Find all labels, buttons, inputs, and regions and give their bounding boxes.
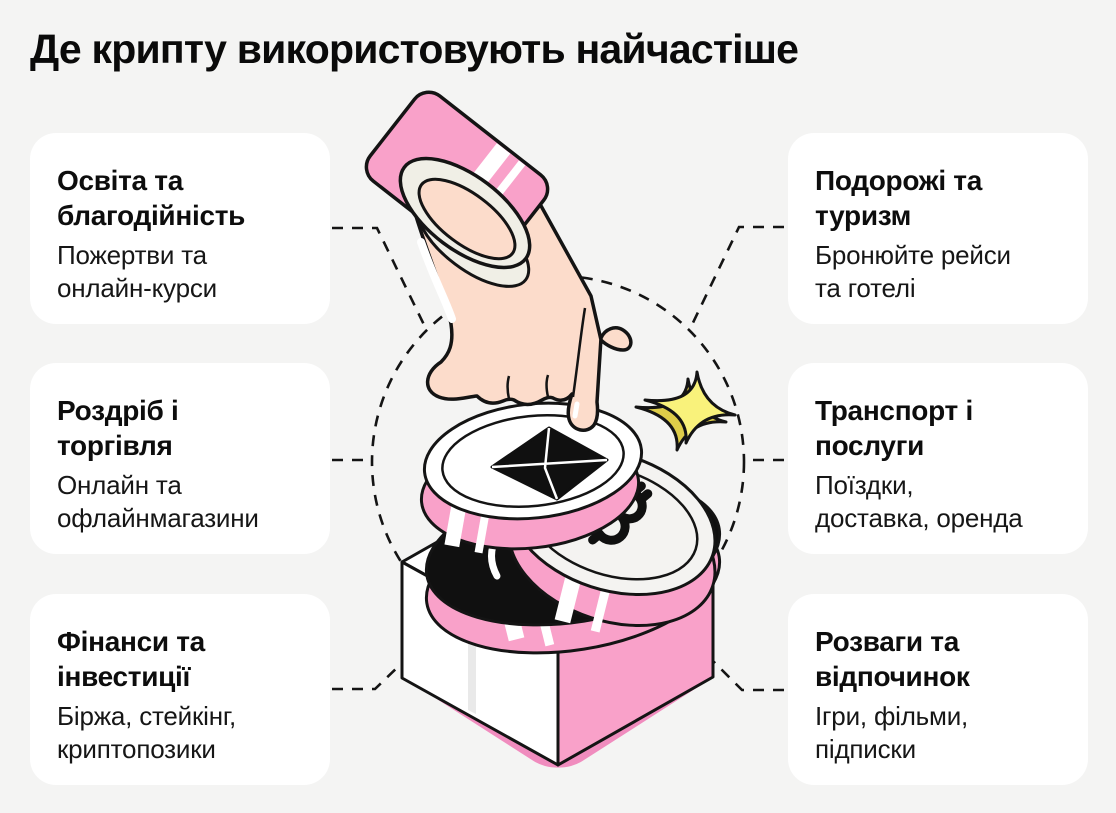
card-travel-tourism: Подорожі та туризм Бронюйте рейси та гот… [788, 133, 1088, 324]
card-retail-trade: Роздріб і торгівля Онлайн та офлайнмагаз… [30, 363, 330, 554]
page-title: Де крипту використовують найчастіше [30, 26, 799, 72]
sparkle-icon [634, 370, 737, 452]
card-description: Бронюйте рейси та готелі [815, 240, 1011, 303]
card-title: Транспорт і послуги [815, 395, 973, 461]
ethereum-logo [490, 426, 609, 501]
card-education-charity: Освіта та благодійність Пожертви та онла… [30, 133, 330, 324]
pointing-hand-icon [364, 90, 633, 432]
ethereum-coin-icon [419, 401, 644, 554]
card-title: Освіта та благодійність [57, 165, 246, 231]
dashed-circle-guide [370, 274, 746, 650]
card-description: Поїздки, доставка, оренда [815, 470, 1023, 533]
card-transport-services: Транспорт і послуги Поїздки, доставка, о… [788, 363, 1088, 554]
card-description: Ігри, фільми, підписки [815, 701, 969, 764]
card-title: Подорожі та туризм [815, 165, 982, 231]
card-description: Пожертви та онлайн-курси [57, 240, 217, 303]
bracelet-icon [398, 156, 532, 288]
card-description: Біржа, стейкінг, криптопозики [57, 701, 237, 764]
card-title: Розваги та відпочинок [815, 626, 970, 692]
card-description: Онлайн та офлайнмагазини [57, 470, 259, 533]
dashed-connector-lines [332, 225, 784, 692]
card-entertainment-leisure: Розваги та відпочинок Ігри, фільми, підп… [788, 594, 1088, 785]
card-finance-investments: Фінанси та інвестиції Біржа, стейкінг, к… [30, 594, 330, 785]
card-title: Фінанси та інвестиції [57, 626, 205, 692]
card-title: Роздріб і торгівля [57, 395, 179, 461]
